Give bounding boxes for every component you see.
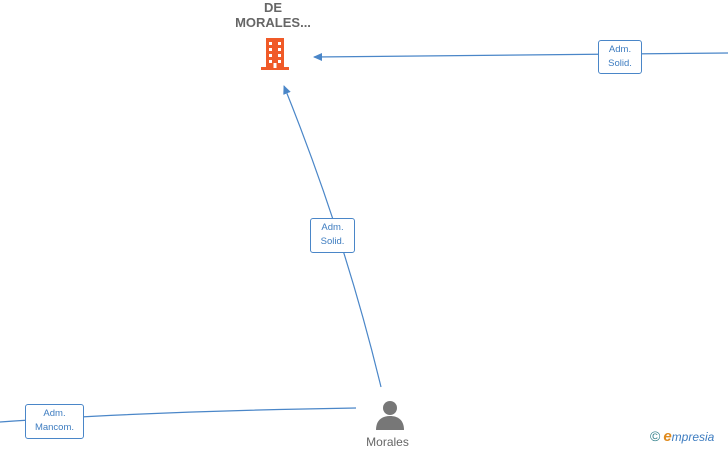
- company-label-line-1: DE: [263, 0, 283, 15]
- edge-label-adm-mancom[interactable]: Adm. Mancom.: [25, 404, 84, 439]
- logo-e-letter: e: [663, 428, 672, 445]
- edge-label-line: Solid.: [320, 236, 345, 247]
- edge-label-line: Adm.: [321, 222, 344, 233]
- edge-label-line: Mancom.: [34, 422, 75, 433]
- copyright-symbol: ©: [650, 428, 661, 444]
- company-label-line-2: MORALES...: [235, 15, 311, 30]
- edge-label-line: Adm.: [43, 408, 66, 419]
- edge-label-adm-solid-center[interactable]: Adm. Solid.: [310, 218, 355, 253]
- building-icon[interactable]: [259, 36, 291, 72]
- edge-right-to-company: [313, 52, 728, 61]
- person-icon[interactable]: [374, 400, 406, 430]
- person-node-label[interactable]: Morales: [366, 435, 409, 449]
- empresia-logo: ©empresia: [650, 428, 714, 445]
- edge-label-adm-solid-right[interactable]: Adm. Solid.: [598, 40, 642, 74]
- logo-text: mpresia: [671, 430, 715, 444]
- company-node-label[interactable]: DE MORALES...: [208, 0, 338, 30]
- edge-label-line: Adm.: [608, 44, 632, 55]
- edge-label-line: Solid.: [608, 58, 632, 69]
